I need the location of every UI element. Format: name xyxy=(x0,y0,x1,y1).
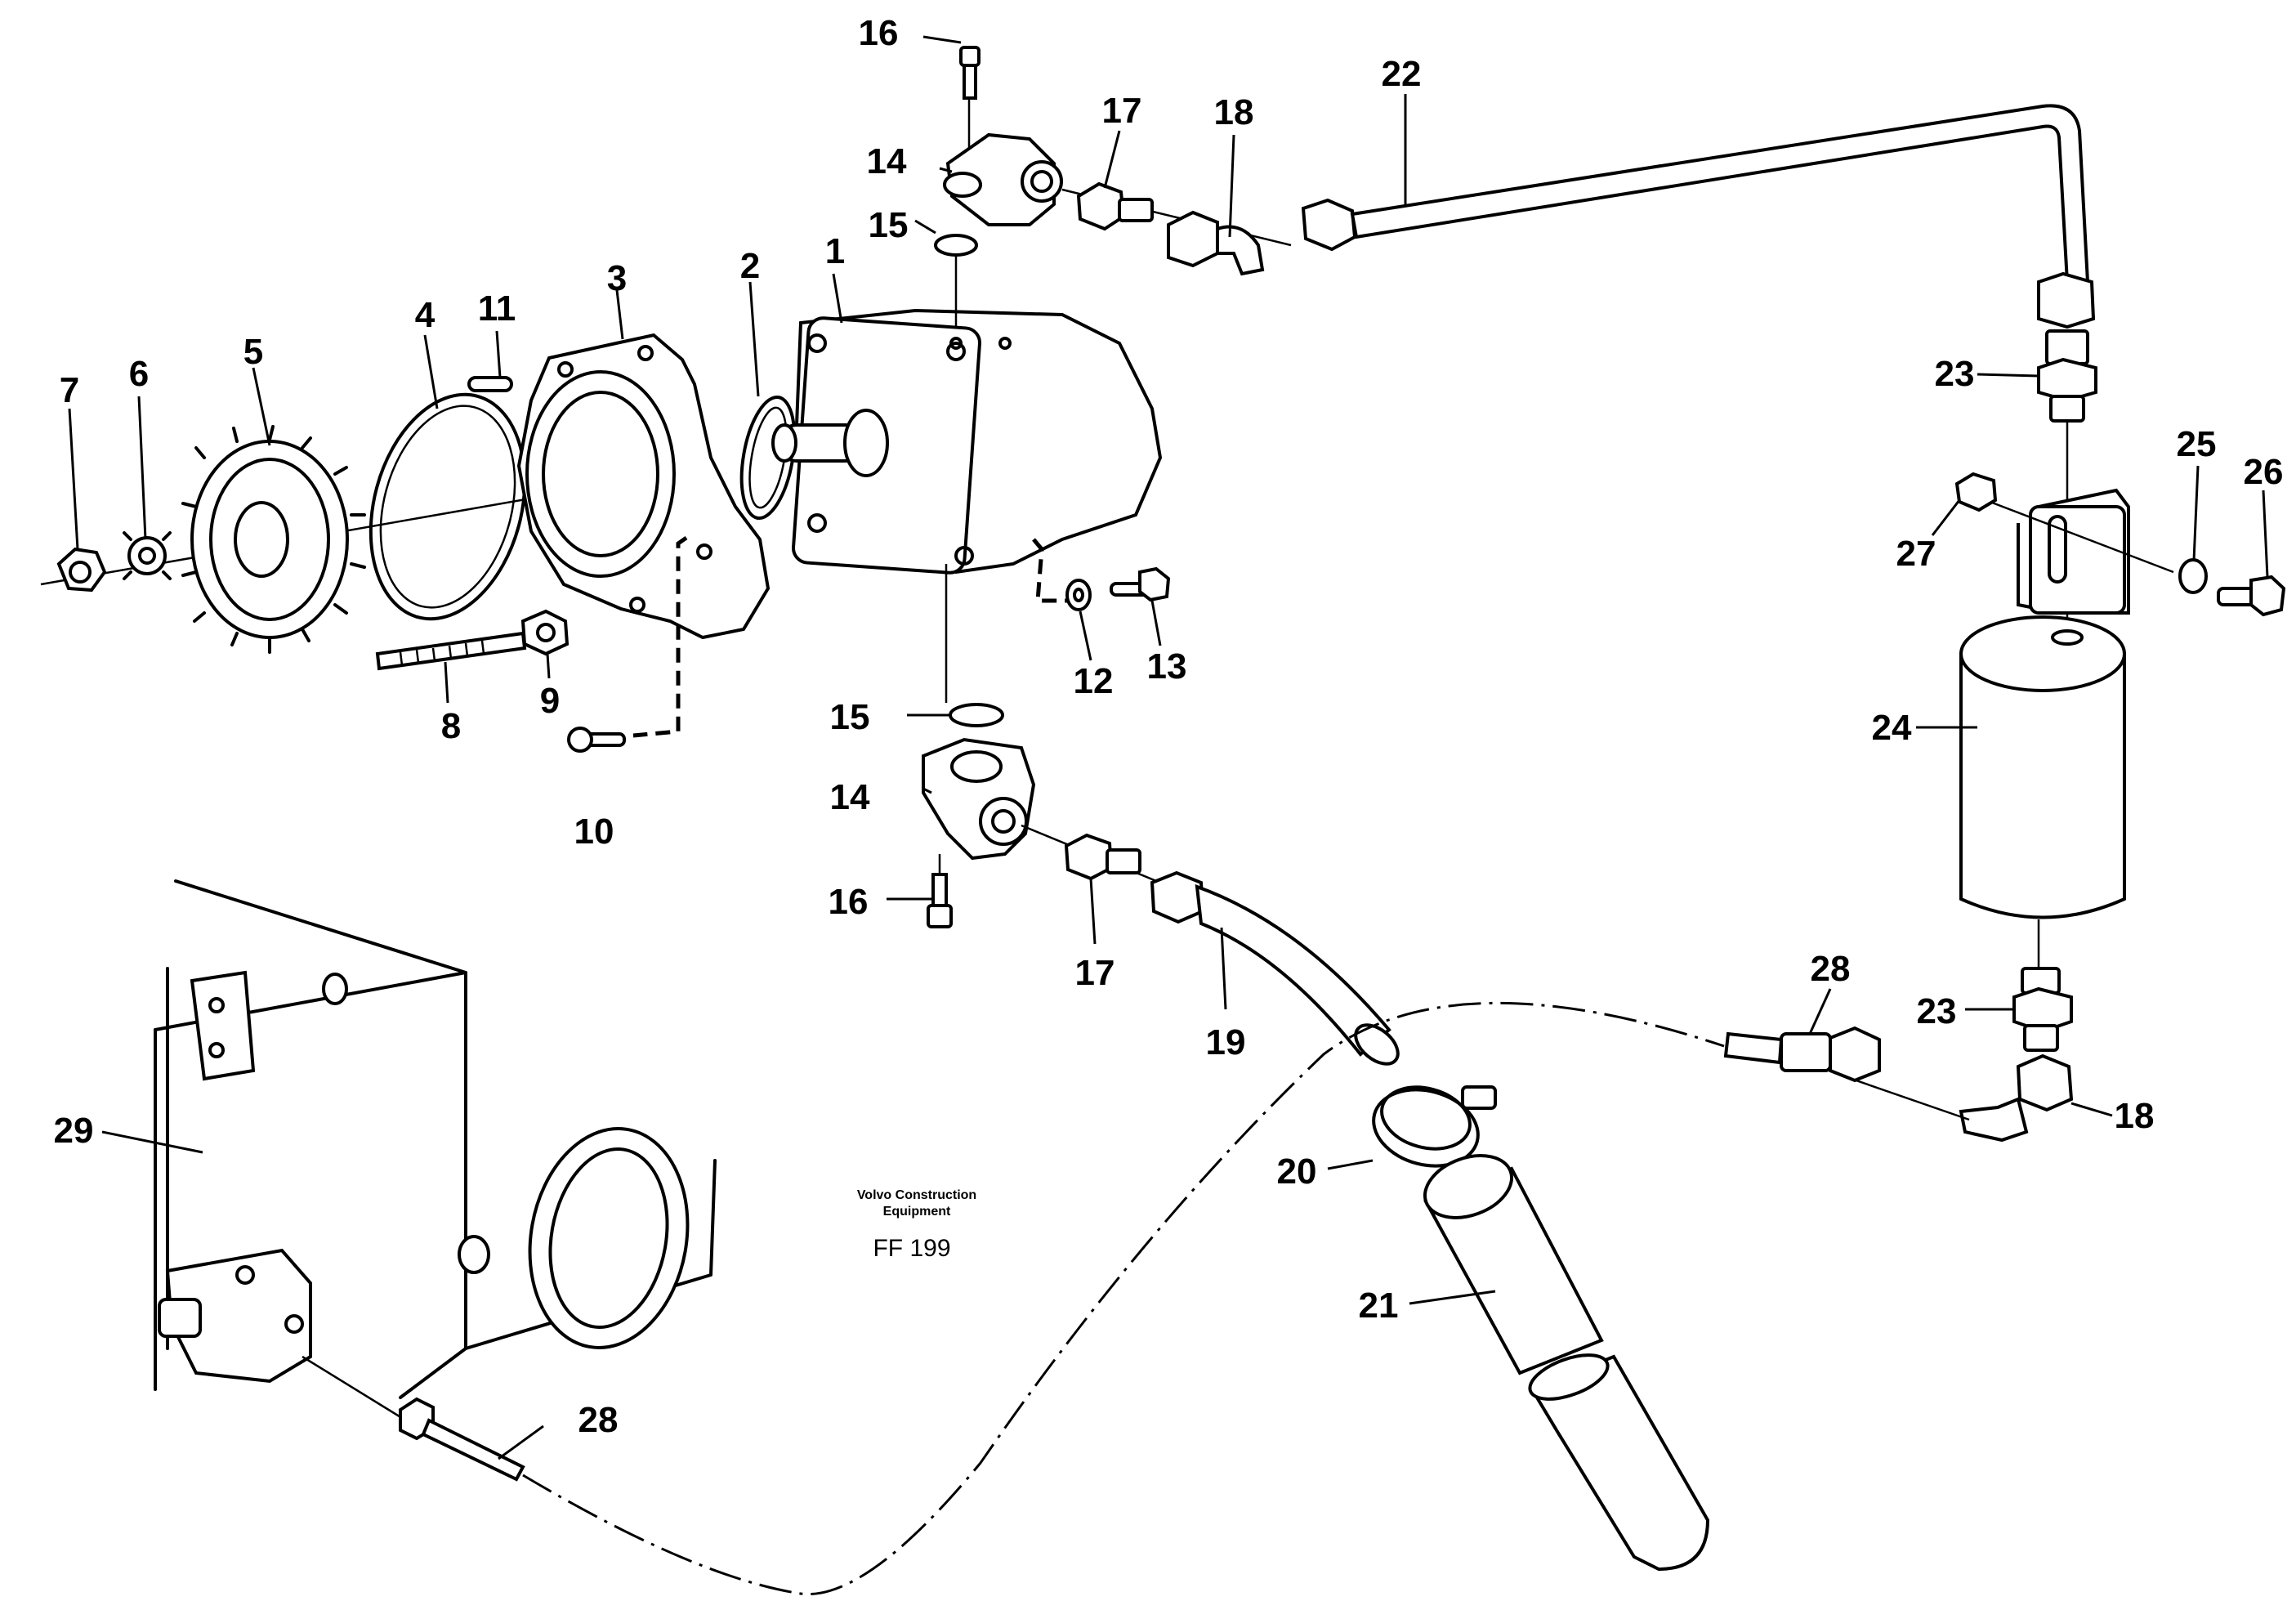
seal-15-top xyxy=(934,234,978,257)
callout-1: 1 xyxy=(825,231,845,271)
callout-6: 6 xyxy=(129,354,149,394)
callout-12: 12 xyxy=(1074,661,1114,701)
hose-28-right xyxy=(1723,1026,1881,1083)
callout-5: 5 xyxy=(243,332,263,372)
bracket xyxy=(2017,488,2130,615)
callout-14-top: 14 xyxy=(867,141,907,181)
callout-28-bottom: 28 xyxy=(578,1400,619,1440)
callout-9: 9 xyxy=(540,681,560,721)
callout-2: 2 xyxy=(740,246,760,286)
bolt-26 xyxy=(2217,575,2286,617)
drawing-code: FF 199 xyxy=(873,1235,950,1262)
callout-26: 26 xyxy=(2244,452,2284,492)
caption-line-2: Equipment xyxy=(883,1205,951,1219)
elbow-14-bottom xyxy=(922,737,1036,861)
callout-16-bottom: 16 xyxy=(829,882,869,922)
lock-washer-6 xyxy=(123,531,172,580)
elbow-14-top xyxy=(943,132,1063,226)
gear-5 xyxy=(181,425,366,654)
bolt-16-bottom xyxy=(927,873,953,928)
hose-19 xyxy=(1150,870,1400,1066)
callout-15-bottom: 15 xyxy=(830,697,870,737)
callout-3: 3 xyxy=(607,258,627,298)
callout-8: 8 xyxy=(441,706,461,746)
elbow-18-bottom xyxy=(1959,1053,2074,1143)
filter-24 xyxy=(1959,615,2126,919)
callout-10: 10 xyxy=(574,812,614,852)
hydraulic-pump-1 xyxy=(771,308,1163,575)
callout-23-top: 23 xyxy=(1935,354,1975,394)
callout-27: 27 xyxy=(1896,534,1936,574)
transmission-housing-29 xyxy=(154,879,717,1399)
callout-18-top: 18 xyxy=(1214,92,1254,132)
callout-29: 29 xyxy=(54,1111,94,1151)
callout-11: 11 xyxy=(478,288,516,329)
callout-21: 21 xyxy=(1359,1286,1399,1326)
suction-tube-21 xyxy=(1423,1154,1710,1572)
clamp-20 xyxy=(1372,1085,1497,1168)
callout-7: 7 xyxy=(60,370,79,410)
pin-11 xyxy=(467,376,513,392)
nut-9 xyxy=(520,609,570,656)
adapter-17-bottom xyxy=(1064,833,1141,881)
union-23-top xyxy=(2037,329,2097,423)
callout-16-top: 16 xyxy=(859,13,899,53)
callout-22: 22 xyxy=(1382,54,1422,94)
hose-28-bottom xyxy=(399,1397,525,1482)
bolt-16-top xyxy=(959,46,980,100)
callout-24: 24 xyxy=(1872,708,1912,748)
callout-25: 25 xyxy=(2177,424,2217,464)
elbow-18-top xyxy=(1167,210,1265,276)
callout-23-bottom: 23 xyxy=(1917,991,1957,1031)
flange-housing-3 xyxy=(516,333,771,640)
callout-4: 4 xyxy=(415,295,436,335)
nut-27 xyxy=(1954,472,1998,512)
washer-25 xyxy=(2178,558,2208,594)
washer-12 xyxy=(1065,579,1092,611)
callout-18-bottom: 18 xyxy=(2115,1096,2155,1136)
gasket-4 xyxy=(369,392,527,621)
screw-10 xyxy=(567,727,626,753)
callout-20: 20 xyxy=(1277,1152,1317,1192)
callout-14-bottom: 14 xyxy=(830,777,870,817)
nut-7 xyxy=(56,547,107,593)
stud-8 xyxy=(375,631,527,671)
union-23-bottom xyxy=(2012,967,2073,1052)
adapter-17-top xyxy=(1076,181,1154,231)
screw-13 xyxy=(1110,566,1171,602)
pipe-22 xyxy=(1301,104,2096,329)
callout-17-top: 17 xyxy=(1102,91,1142,131)
callout-28-right: 28 xyxy=(1811,949,1851,989)
callout-19: 19 xyxy=(1206,1022,1246,1062)
callout-17-bottom: 17 xyxy=(1075,953,1115,993)
callout-13: 13 xyxy=(1147,646,1187,687)
seal-15-bottom xyxy=(949,703,1004,727)
callout-15-top: 15 xyxy=(869,205,909,245)
caption-line-1: Volvo Construction xyxy=(857,1188,976,1202)
